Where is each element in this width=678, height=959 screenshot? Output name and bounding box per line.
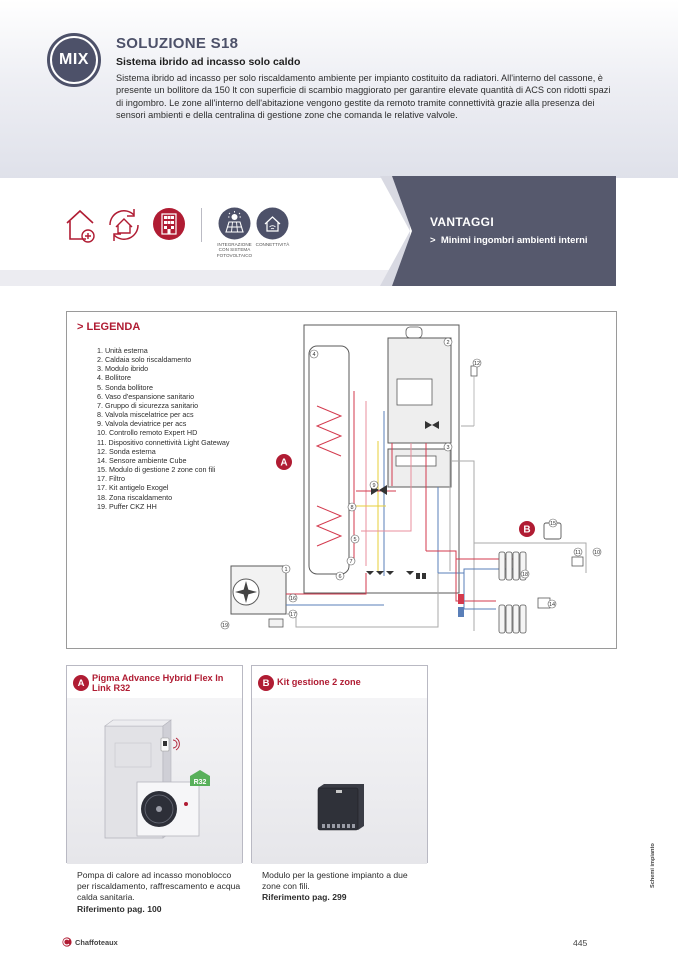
svg-text:1: 1 <box>284 567 287 573</box>
house-plus-icon <box>64 206 98 249</box>
solar-panel-label: INTEGRAZIONE CON SISTEMA FOTOVOLTAICO <box>216 242 253 258</box>
svg-text:14: 14 <box>549 602 555 608</box>
svg-text:9: 9 <box>372 483 375 489</box>
legend-item: 19. Puffer CKZ HH <box>97 501 157 511</box>
svg-text:18: 18 <box>522 572 528 578</box>
legend-item: 3. Modulo ibrido <box>97 364 149 374</box>
card-header: A Pigma Advance Hybrid Flex In Link R32 <box>67 666 242 698</box>
section-side-label: Schemi impianto <box>650 843 656 888</box>
brand-name: Chaffoteaux <box>75 937 118 947</box>
card-b-description: Modulo per la gestione impianto a due zo… <box>262 870 427 904</box>
svg-text:12: 12 <box>474 361 480 367</box>
svg-text:10: 10 <box>594 550 600 556</box>
legend-item: 15. Modulo di gestione 2 zone con fili <box>97 465 216 475</box>
svg-text:7: 7 <box>349 559 352 565</box>
diverter-valve <box>425 421 439 429</box>
boiler-tank <box>308 345 350 575</box>
radiator-lower <box>498 604 527 634</box>
card-header: B Kit gestione 2 zone <box>252 666 427 698</box>
card-b-text: Modulo per la gestione impianto a due zo… <box>262 870 408 892</box>
svg-text:6: 6 <box>338 574 341 580</box>
puffer <box>268 618 284 628</box>
svg-text:17: 17 <box>290 612 296 618</box>
outdoor-probe <box>470 365 478 377</box>
legend-item: 4. Bollitore <box>97 373 131 383</box>
legend-item: 17. Filtro <box>97 474 125 484</box>
marker-b: B <box>519 521 535 537</box>
legend-item: 12. Sonda esterna <box>97 446 156 456</box>
legend-item: 1. Unità esterna <box>97 346 148 355</box>
tank-coil-lower <box>315 505 343 547</box>
product-card-b[interactable]: B Kit gestione 2 zone <box>251 665 428 864</box>
r32-badge: R32 <box>194 779 207 786</box>
icons-divider <box>201 208 202 242</box>
card-a-description: Pompa di calore ad incasso monoblocco pe… <box>77 870 242 915</box>
marker-a: A <box>276 454 292 470</box>
svg-text:4: 4 <box>312 352 315 358</box>
legend-item: 11. Dispositivo connettività Light Gatew… <box>97 437 230 447</box>
legend-list: 1. Unità esterna 2. Caldaia solo riscald… <box>97 346 230 511</box>
card-title: Kit gestione 2 zone <box>277 677 361 687</box>
svg-text:8: 8 <box>350 505 353 511</box>
svg-text:3: 3 <box>446 445 449 451</box>
card-a-text: Pompa di calore ad incasso monoblocco pe… <box>77 870 241 903</box>
page-title: SOLUZIONE S18 <box>116 35 239 52</box>
light-gateway <box>571 556 584 567</box>
legend-title: > LEGENDA <box>77 321 141 333</box>
header-band <box>0 0 678 178</box>
product-image-heat-pump: R32 <box>67 698 242 864</box>
svg-text:B: B <box>523 525 530 536</box>
legend-item: 17. Kit antigelo Exogel <box>97 483 169 493</box>
legend-item: 9. Valvola deviatrice per acs <box>97 419 187 429</box>
svg-text:A: A <box>280 458 287 469</box>
card-a-reference-link[interactable]: Riferimento pag. 100 <box>77 903 162 914</box>
svg-text:15: 15 <box>550 521 556 527</box>
solar-panel-icon <box>218 207 251 245</box>
svg-text:16: 16 <box>290 596 296 602</box>
cabinet-outline <box>303 324 460 594</box>
legend-item: 2. Caldaia solo riscaldamento <box>97 355 192 365</box>
page-description: Sistema ibrido ad incasso per solo risca… <box>116 73 611 121</box>
svg-text:11: 11 <box>575 550 581 556</box>
brand-logo: Chaffoteaux <box>62 937 118 947</box>
connectivity-house-icon <box>256 207 289 245</box>
legend-item: 10. Controllo remoto Expert HD <box>97 428 198 438</box>
mix-badge: MIX <box>47 33 101 87</box>
icons-band <box>0 178 410 286</box>
vantaggi-title: VANTAGGI <box>430 215 494 229</box>
vantaggi-panel <box>392 176 616 286</box>
brand-logo-icon <box>62 937 72 947</box>
legend-item: 14. Sensore ambiente Cube <box>97 455 187 465</box>
legend-item: 6. Vaso d'espansione sanitario <box>97 391 195 401</box>
svg-text:2: 2 <box>446 340 449 346</box>
mix-badge-label: MIX <box>52 38 96 82</box>
connectivity-label: CONNETTIVITÀ <box>255 242 290 247</box>
tank-coil-upper <box>315 405 343 457</box>
vantaggi-item-label: Minimi ingombri ambienti interni <box>440 235 588 246</box>
card-title: Pigma Advance Hybrid Flex In Link R32 <box>92 673 224 693</box>
legend-item: 8. Valvola miscelatrice per acs <box>97 410 194 420</box>
legend-item: 7. Gruppo di sicurezza sanitario <box>97 400 199 410</box>
plumbing-diagram: A B 1 2 3 4 5 6 7 8 9 10 11 12 14 15 16 … <box>220 324 602 634</box>
vantaggi-item: > Minimi ingombri ambienti interni <box>430 235 588 246</box>
card-letter-badge: A <box>73 675 89 691</box>
product-card-a[interactable]: A Pigma Advance Hybrid Flex In Link R32 … <box>66 665 243 864</box>
card-letter-badge: B <box>258 675 274 691</box>
house-refresh-icon <box>104 206 144 249</box>
legend-item: 18. Zona riscaldamento <box>97 492 173 502</box>
building-icon <box>152 207 186 246</box>
page-subtitle: Sistema ibrido ad incasso solo caldo <box>116 56 301 68</box>
page-number: 445 <box>573 938 588 948</box>
hybrid-module <box>387 448 452 488</box>
svg-text:5: 5 <box>353 537 356 543</box>
svg-text:19: 19 <box>222 623 228 629</box>
card-b-reference-link[interactable]: Riferimento pag. 299 <box>262 892 347 903</box>
product-image-zone-module <box>252 698 427 864</box>
legend-item: 5. Sonda bollitore <box>97 382 153 392</box>
